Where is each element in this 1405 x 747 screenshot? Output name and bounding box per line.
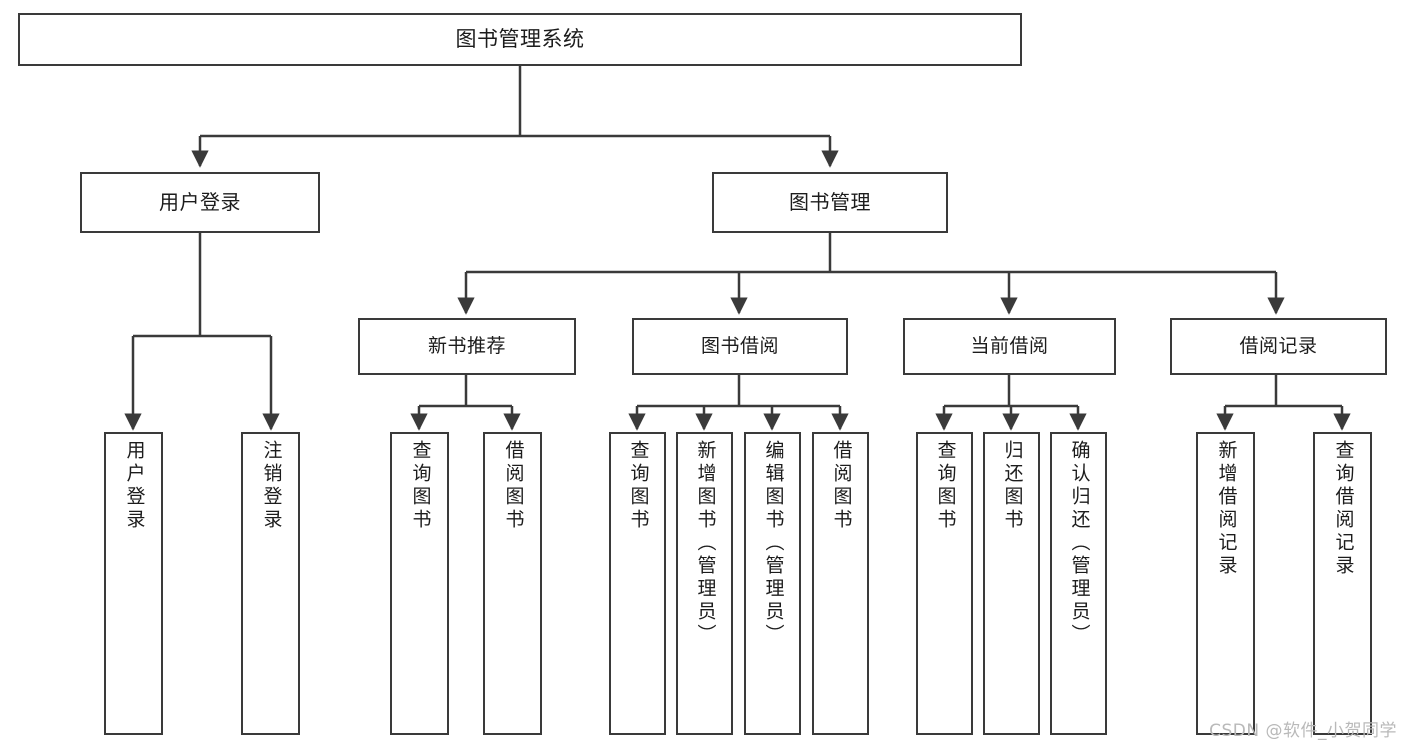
node-book-borrow-label: 图书借阅 bbox=[700, 334, 779, 357]
node-current-borrow[interactable]: 当前借阅 bbox=[903, 318, 1116, 375]
node-borrow-record[interactable]: 借阅记录 bbox=[1170, 318, 1387, 375]
leaf-confirm-return-admin[interactable]: 确认归还（管理员） bbox=[1050, 432, 1107, 735]
leaf-query-book-borrow-label: 查询图书 bbox=[627, 440, 650, 532]
leaf-borrow-book-borrow-label: 借阅图书 bbox=[830, 440, 853, 532]
leaf-query-borrow-record-label: 查询借阅记录 bbox=[1332, 440, 1355, 578]
leaf-logout[interactable]: 注销登录 bbox=[241, 432, 300, 735]
leaf-borrow-book-borrow[interactable]: 借阅图书 bbox=[812, 432, 869, 735]
leaf-logout-label: 注销登录 bbox=[260, 440, 283, 532]
node-borrow-record-label: 借阅记录 bbox=[1239, 334, 1318, 357]
csdn-watermark: CSDN @软件_小贺同学 bbox=[1209, 721, 1397, 741]
leaf-edit-book-admin[interactable]: 编辑图书（管理员） bbox=[744, 432, 801, 735]
leaf-add-borrow-record-label: 新增借阅记录 bbox=[1215, 440, 1238, 578]
leaf-return-book-label: 归还图书 bbox=[1001, 440, 1024, 532]
leaf-confirm-return-admin-label: 确认归还（管理员） bbox=[1068, 440, 1091, 647]
leaf-query-book-newbook-label: 查询图书 bbox=[409, 440, 432, 532]
leaf-edit-book-admin-label: 编辑图书（管理员） bbox=[762, 440, 785, 647]
node-current-borrow-label: 当前借阅 bbox=[970, 334, 1049, 357]
leaf-add-borrow-record[interactable]: 新增借阅记录 bbox=[1196, 432, 1255, 735]
leaf-borrow-book-newbook-label: 借阅图书 bbox=[502, 440, 525, 532]
node-root[interactable]: 图书管理系统 bbox=[18, 13, 1022, 66]
leaf-add-book-admin-label: 新增图书（管理员） bbox=[694, 440, 717, 647]
leaf-borrow-book-newbook[interactable]: 借阅图书 bbox=[483, 432, 542, 735]
leaf-return-book[interactable]: 归还图书 bbox=[983, 432, 1040, 735]
leaf-query-book-borrow[interactable]: 查询图书 bbox=[609, 432, 666, 735]
node-book-management[interactable]: 图书管理 bbox=[712, 172, 948, 233]
leaf-add-book-admin[interactable]: 新增图书（管理员） bbox=[676, 432, 733, 735]
node-new-book-recommend[interactable]: 新书推荐 bbox=[358, 318, 576, 375]
node-book-borrow[interactable]: 图书借阅 bbox=[632, 318, 848, 375]
leaf-query-book-newbook[interactable]: 查询图书 bbox=[390, 432, 449, 735]
leaf-user-login-label: 用户登录 bbox=[123, 440, 146, 532]
node-user-login-label: 用户登录 bbox=[159, 190, 241, 214]
node-new-book-recommend-label: 新书推荐 bbox=[427, 334, 506, 357]
node-book-management-label: 图书管理 bbox=[789, 190, 871, 214]
leaf-user-login[interactable]: 用户登录 bbox=[104, 432, 163, 735]
leaf-query-borrow-record[interactable]: 查询借阅记录 bbox=[1313, 432, 1372, 735]
node-root-label: 图书管理系统 bbox=[455, 27, 585, 52]
node-user-login[interactable]: 用户登录 bbox=[80, 172, 320, 233]
leaf-query-book-current[interactable]: 查询图书 bbox=[916, 432, 973, 735]
leaf-query-book-current-label: 查询图书 bbox=[934, 440, 957, 532]
